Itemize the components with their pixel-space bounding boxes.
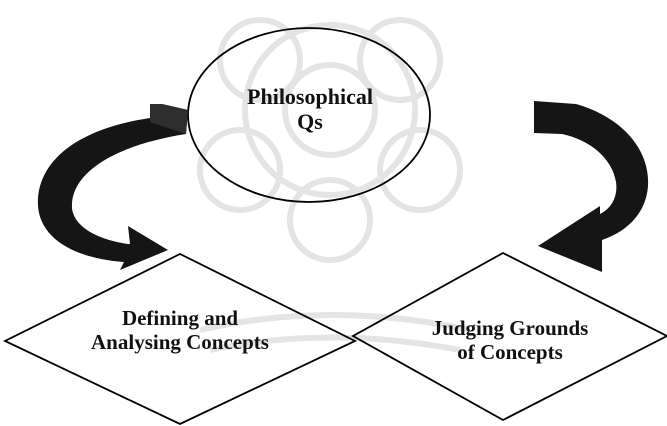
left-curved-arrow bbox=[37, 104, 188, 270]
right-curved-arrow bbox=[534, 101, 649, 272]
right-diamond bbox=[351, 251, 667, 422]
right-node-label: Judging Grounds of Concepts bbox=[380, 316, 640, 364]
left-diamond bbox=[2, 252, 358, 425]
center-node-line1: Philosophical bbox=[247, 84, 373, 109]
center-oval bbox=[187, 27, 431, 203]
left-node-line2: Analysing Concepts bbox=[91, 330, 269, 355]
watermark-pattern bbox=[197, 17, 471, 353]
right-node-line2: of Concepts bbox=[457, 340, 563, 365]
left-node-line1: Defining and bbox=[121, 306, 239, 330]
right-node-line1: Judging Grounds bbox=[431, 316, 589, 340]
center-node-label: Philosophical Qs bbox=[200, 84, 420, 135]
left-node-label: Defining and Analysing Concepts bbox=[55, 306, 305, 354]
center-node-line2: Qs bbox=[297, 109, 323, 135]
